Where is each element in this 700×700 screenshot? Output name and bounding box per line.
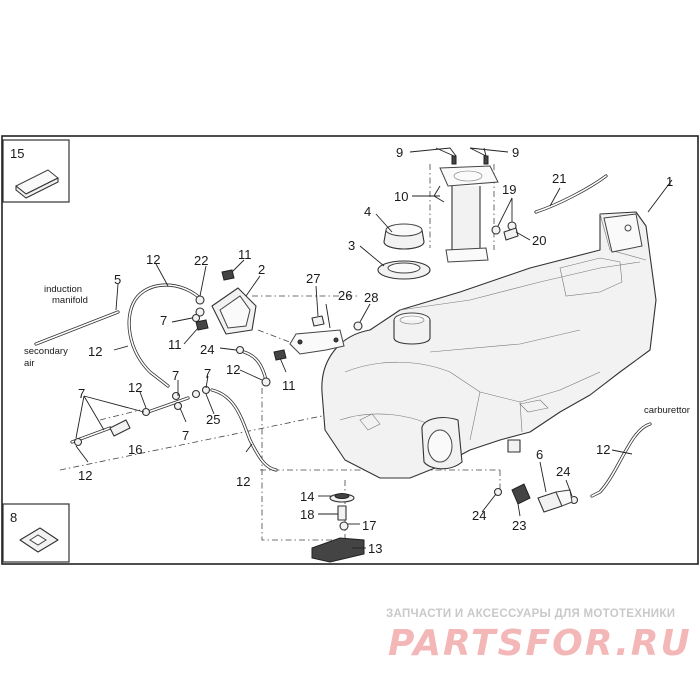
- callout-12: 12: [146, 252, 160, 267]
- callout-12c: 12: [128, 380, 142, 395]
- callout-3: 3: [348, 238, 355, 253]
- callout-18: 18: [300, 507, 314, 522]
- callout-17: 17: [362, 518, 376, 533]
- callout-9: 9: [396, 145, 403, 160]
- callout-27: 27: [306, 271, 320, 286]
- callout-22: 22: [194, 253, 208, 268]
- watermark-brand-logo: PARTSFOR.RU: [388, 623, 692, 664]
- callout-12d: 12: [78, 468, 92, 483]
- callout-8: 8: [10, 510, 17, 525]
- secondary-air-label: secondary: [24, 346, 68, 357]
- callout-12f: 12: [236, 474, 250, 489]
- leader-lines: [75, 147, 673, 549]
- callout-21: 21: [552, 171, 566, 186]
- callout-25: 25: [206, 412, 220, 427]
- callout-12e: 12: [226, 362, 240, 377]
- callout-5: 5: [114, 272, 121, 287]
- callout-7d: 7: [204, 366, 211, 381]
- carburettor-label: carburettor: [644, 405, 690, 416]
- callout-13: 13: [368, 541, 382, 556]
- fuel-tank: [321, 211, 657, 479]
- diagram-frame: [1, 135, 699, 565]
- callout-7c: 7: [172, 368, 179, 383]
- watermark: ЗАПЧАСТИ И АКСЕССУАРЫ ДЛЯ МОТОТЕХНИКИ PA…: [386, 608, 692, 664]
- callout-2: 2: [258, 262, 265, 277]
- callout-7b: 7: [160, 313, 167, 328]
- callout-12g: 12: [596, 442, 610, 457]
- callout-28: 28: [364, 290, 378, 305]
- watermark-tagline: ЗАПЧАСТИ И АКСЕССУАРЫ ДЛЯ МОТОТЕХНИКИ: [386, 608, 675, 620]
- callout-16: 16: [128, 442, 142, 457]
- callout-10: 10: [394, 189, 408, 204]
- callout-labels: 1 2 3 4 5 6 7 7 7 7 7 8 9 9 10 11 11 11 …: [10, 145, 673, 556]
- callout-14: 14: [300, 489, 314, 504]
- induction-manifold-label: induction: [44, 284, 82, 295]
- callout-19: 19: [502, 182, 516, 197]
- callout-6: 6: [536, 447, 543, 462]
- inset-part-15: [2, 139, 70, 203]
- induction-manifold-label-2: manifold: [52, 295, 88, 306]
- callout-15: 15: [10, 146, 24, 161]
- callout-23: 23: [512, 518, 526, 533]
- callout-24: 24: [200, 342, 214, 357]
- small-parts: [73, 155, 579, 563]
- callout-20: 20: [532, 233, 546, 248]
- fuel-pump-unit: [433, 165, 499, 263]
- callout-7: 7: [78, 386, 85, 401]
- callout-12b: 12: [88, 344, 102, 359]
- secondary-air-label-2: air: [24, 358, 35, 369]
- callout-11b: 11: [168, 337, 182, 352]
- callout-7e: 7: [182, 428, 189, 443]
- callout-11: 11: [238, 247, 252, 262]
- callout-1: 1: [666, 174, 673, 189]
- annotations: induction manifold secondary air carbure…: [24, 284, 690, 416]
- callout-24c: 24: [556, 464, 570, 479]
- callout-26: 26: [338, 288, 352, 303]
- inset-part-8: [2, 503, 70, 563]
- callout-4: 4: [364, 204, 371, 219]
- filler-cap-assembly: [377, 223, 431, 280]
- callout-11c: 11: [282, 378, 296, 393]
- callout-24b: 24: [472, 508, 486, 523]
- callout-9b: 9: [512, 145, 519, 160]
